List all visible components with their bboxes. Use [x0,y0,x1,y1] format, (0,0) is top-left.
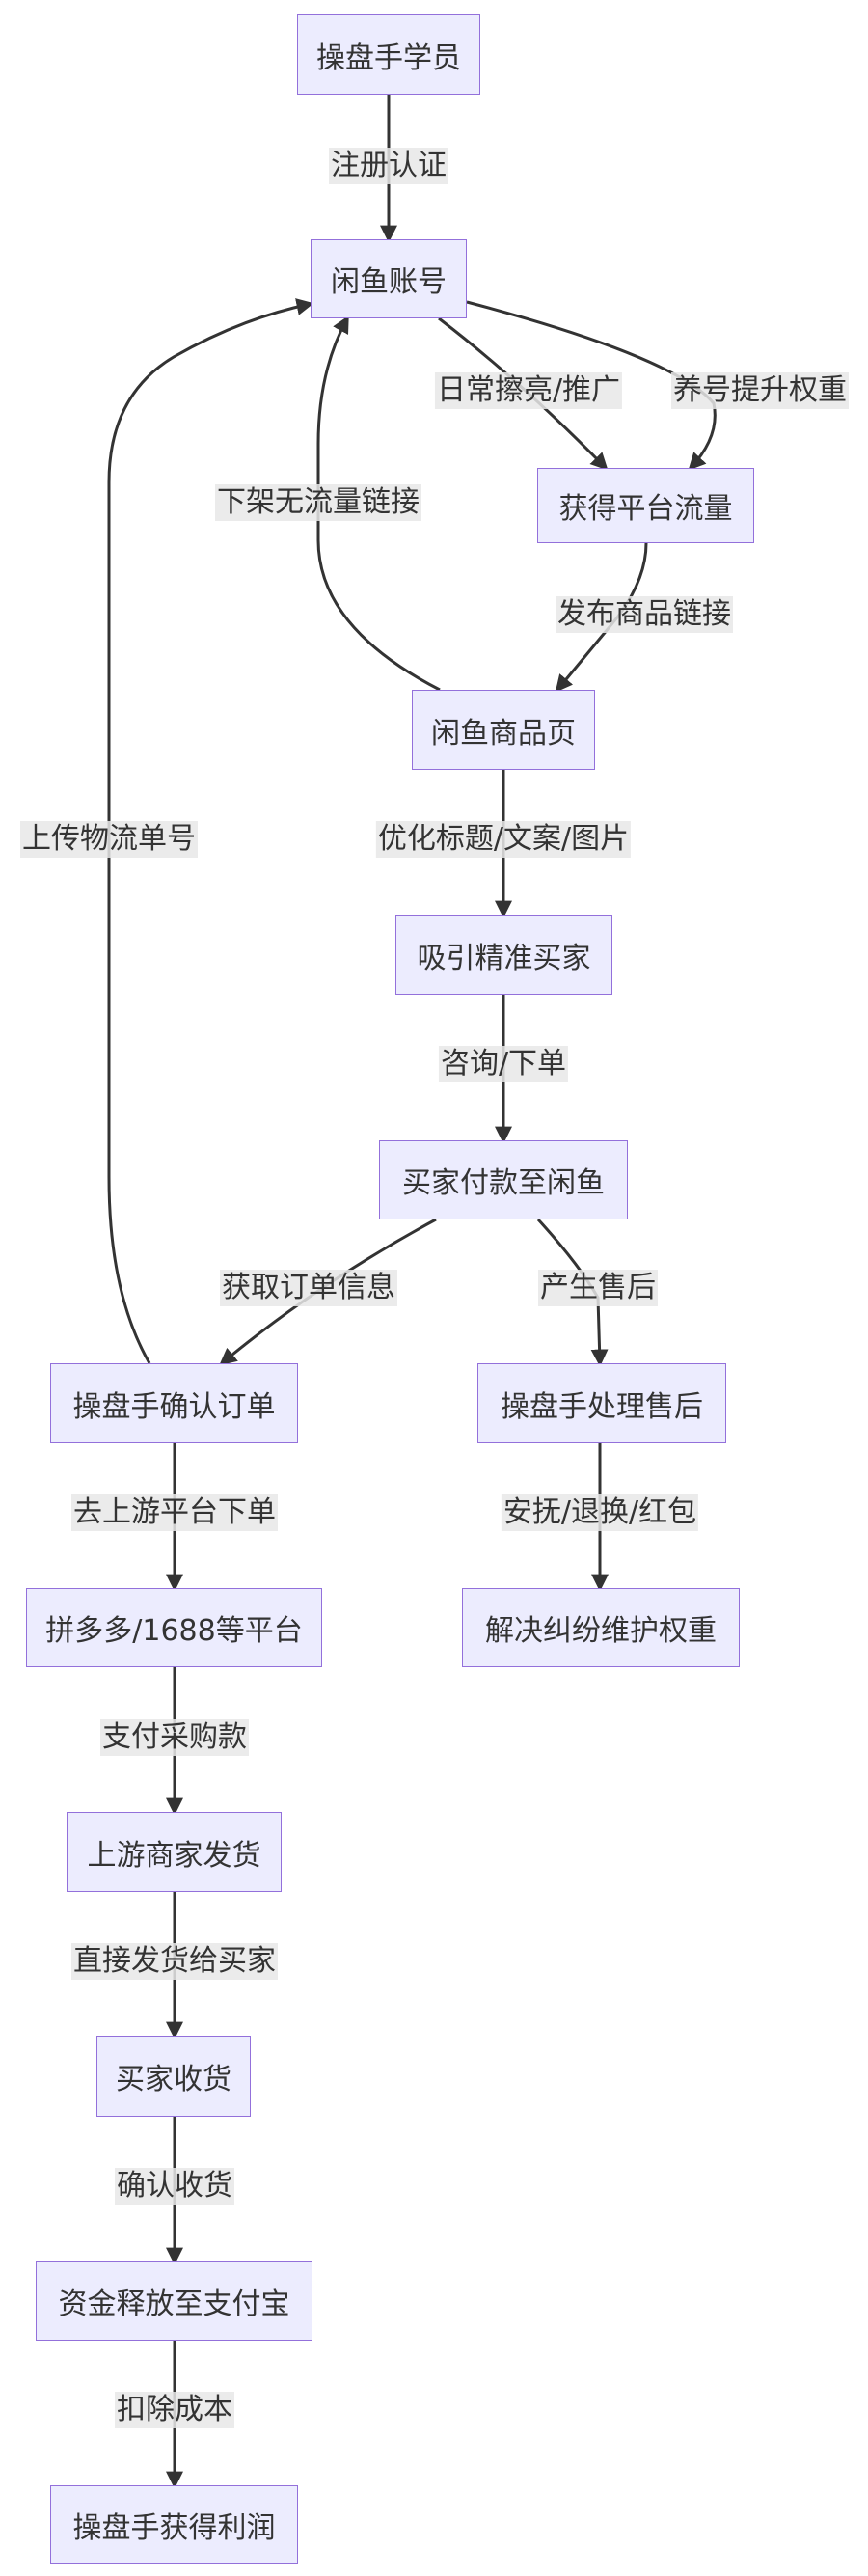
label-confirm-receipt: 确认收货 [115,2168,234,2205]
node-after-sales: 操盘手处理售后 [477,1363,726,1443]
node-traffic: 获得平台流量 [537,468,754,543]
label-inquiry: 咨询/下单 [438,1046,569,1082]
node-confirm-order: 操盘手确认订单 [50,1363,298,1443]
node-resolve: 解决纠纷维护权重 [462,1588,740,1667]
node-account: 闲鱼账号 [311,239,467,318]
node-platform: 拼多多/1688等平台 [26,1588,322,1667]
label-direct-ship: 直接发货给买家 [71,1943,278,1980]
label-publish: 发布商品链接 [556,596,733,633]
node-product-page: 闲鱼商品页 [412,690,595,770]
label-get-order: 获取订单信息 [220,1270,397,1306]
label-daily-promo: 日常擦亮/推广 [434,372,623,409]
node-profit: 操盘手获得利润 [50,2485,298,2564]
label-order-upstream: 去上游平台下单 [71,1494,278,1531]
label-appease: 安抚/退换/红包 [501,1494,699,1531]
edge-delist [316,315,441,692]
label-register: 注册认证 [329,148,448,184]
label-delist: 下架无流量链接 [215,484,421,521]
label-upload-tracking: 上传物流单号 [20,821,198,858]
label-boost-weight: 养号提升权重 [671,372,849,409]
node-payment: 买家付款至闲鱼 [379,1140,628,1219]
node-buyer-receive: 买家收货 [96,2036,251,2117]
label-pay-purchase: 支付采购款 [100,1719,249,1756]
node-fund-release: 资金释放至支付宝 [36,2261,312,2341]
label-after-sales-arise: 产生售后 [538,1270,658,1306]
node-student: 操盘手学员 [297,14,480,95]
label-deduct-cost: 扣除成本 [115,2392,234,2428]
node-supplier-ship: 上游商家发货 [67,1812,282,1892]
edge-upload-tracking [107,298,314,1364]
label-optimize: 优化标题/文案/图片 [375,821,632,858]
node-buyers: 吸引精准买家 [395,915,612,995]
